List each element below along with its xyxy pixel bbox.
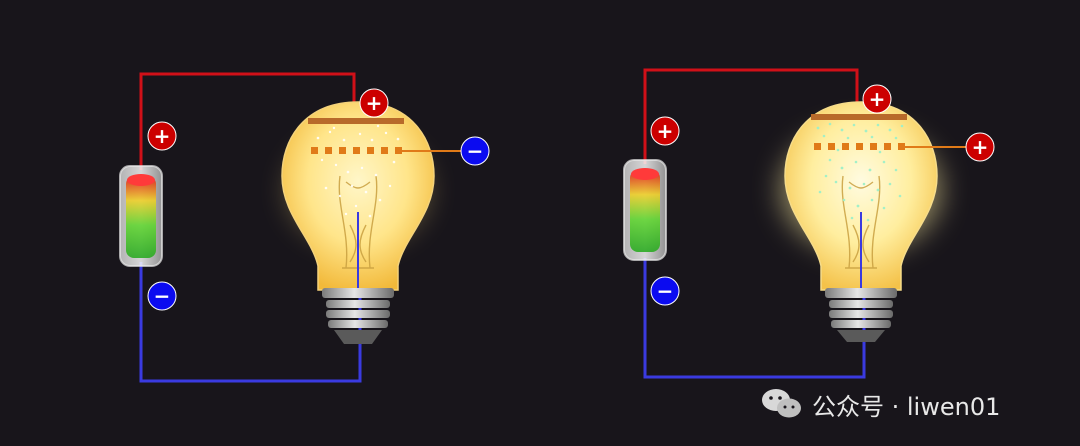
wire-positive — [643, 68, 859, 164]
svg-text:+: + — [869, 87, 886, 111]
electron-cloud — [816, 122, 904, 222]
battery — [623, 159, 667, 261]
terminal-battery-bottom: − — [650, 276, 680, 306]
terminal-top: + — [862, 84, 892, 114]
svg-text:+: + — [972, 135, 989, 159]
svg-text:+: + — [154, 124, 171, 148]
electron-cloud — [316, 124, 400, 218]
wire-positive — [139, 72, 356, 170]
light-bulb — [781, 101, 966, 342]
battery — [119, 165, 163, 267]
emitter — [814, 143, 905, 150]
watermark-text: 公众号 · liwen01 — [812, 392, 1001, 421]
circuit-left: + − + − — [119, 72, 490, 383]
terminal-side: − — [460, 136, 490, 166]
svg-text:−: − — [657, 279, 674, 303]
circuit-right: + + + − — [623, 68, 995, 379]
bulb-base — [825, 288, 897, 342]
terminal-battery-top: + — [147, 121, 177, 151]
filament — [841, 175, 881, 269]
bulb-base — [322, 288, 394, 344]
svg-text:−: − — [467, 139, 484, 163]
svg-text:+: + — [366, 91, 383, 115]
wechat-icon — [762, 389, 801, 418]
emitter — [311, 147, 402, 154]
terminal-side: + — [965, 132, 995, 162]
light-bulb — [281, 101, 461, 344]
svg-text:+: + — [657, 119, 674, 143]
svg-text:−: − — [154, 284, 171, 308]
terminal-top: + — [359, 88, 389, 118]
terminal-battery-bottom: − — [147, 281, 177, 311]
terminal-battery-top: + — [650, 116, 680, 146]
watermark: 公众号 · liwen01 — [760, 384, 1000, 424]
anode-plate — [308, 118, 404, 124]
anode-plate — [811, 114, 907, 120]
